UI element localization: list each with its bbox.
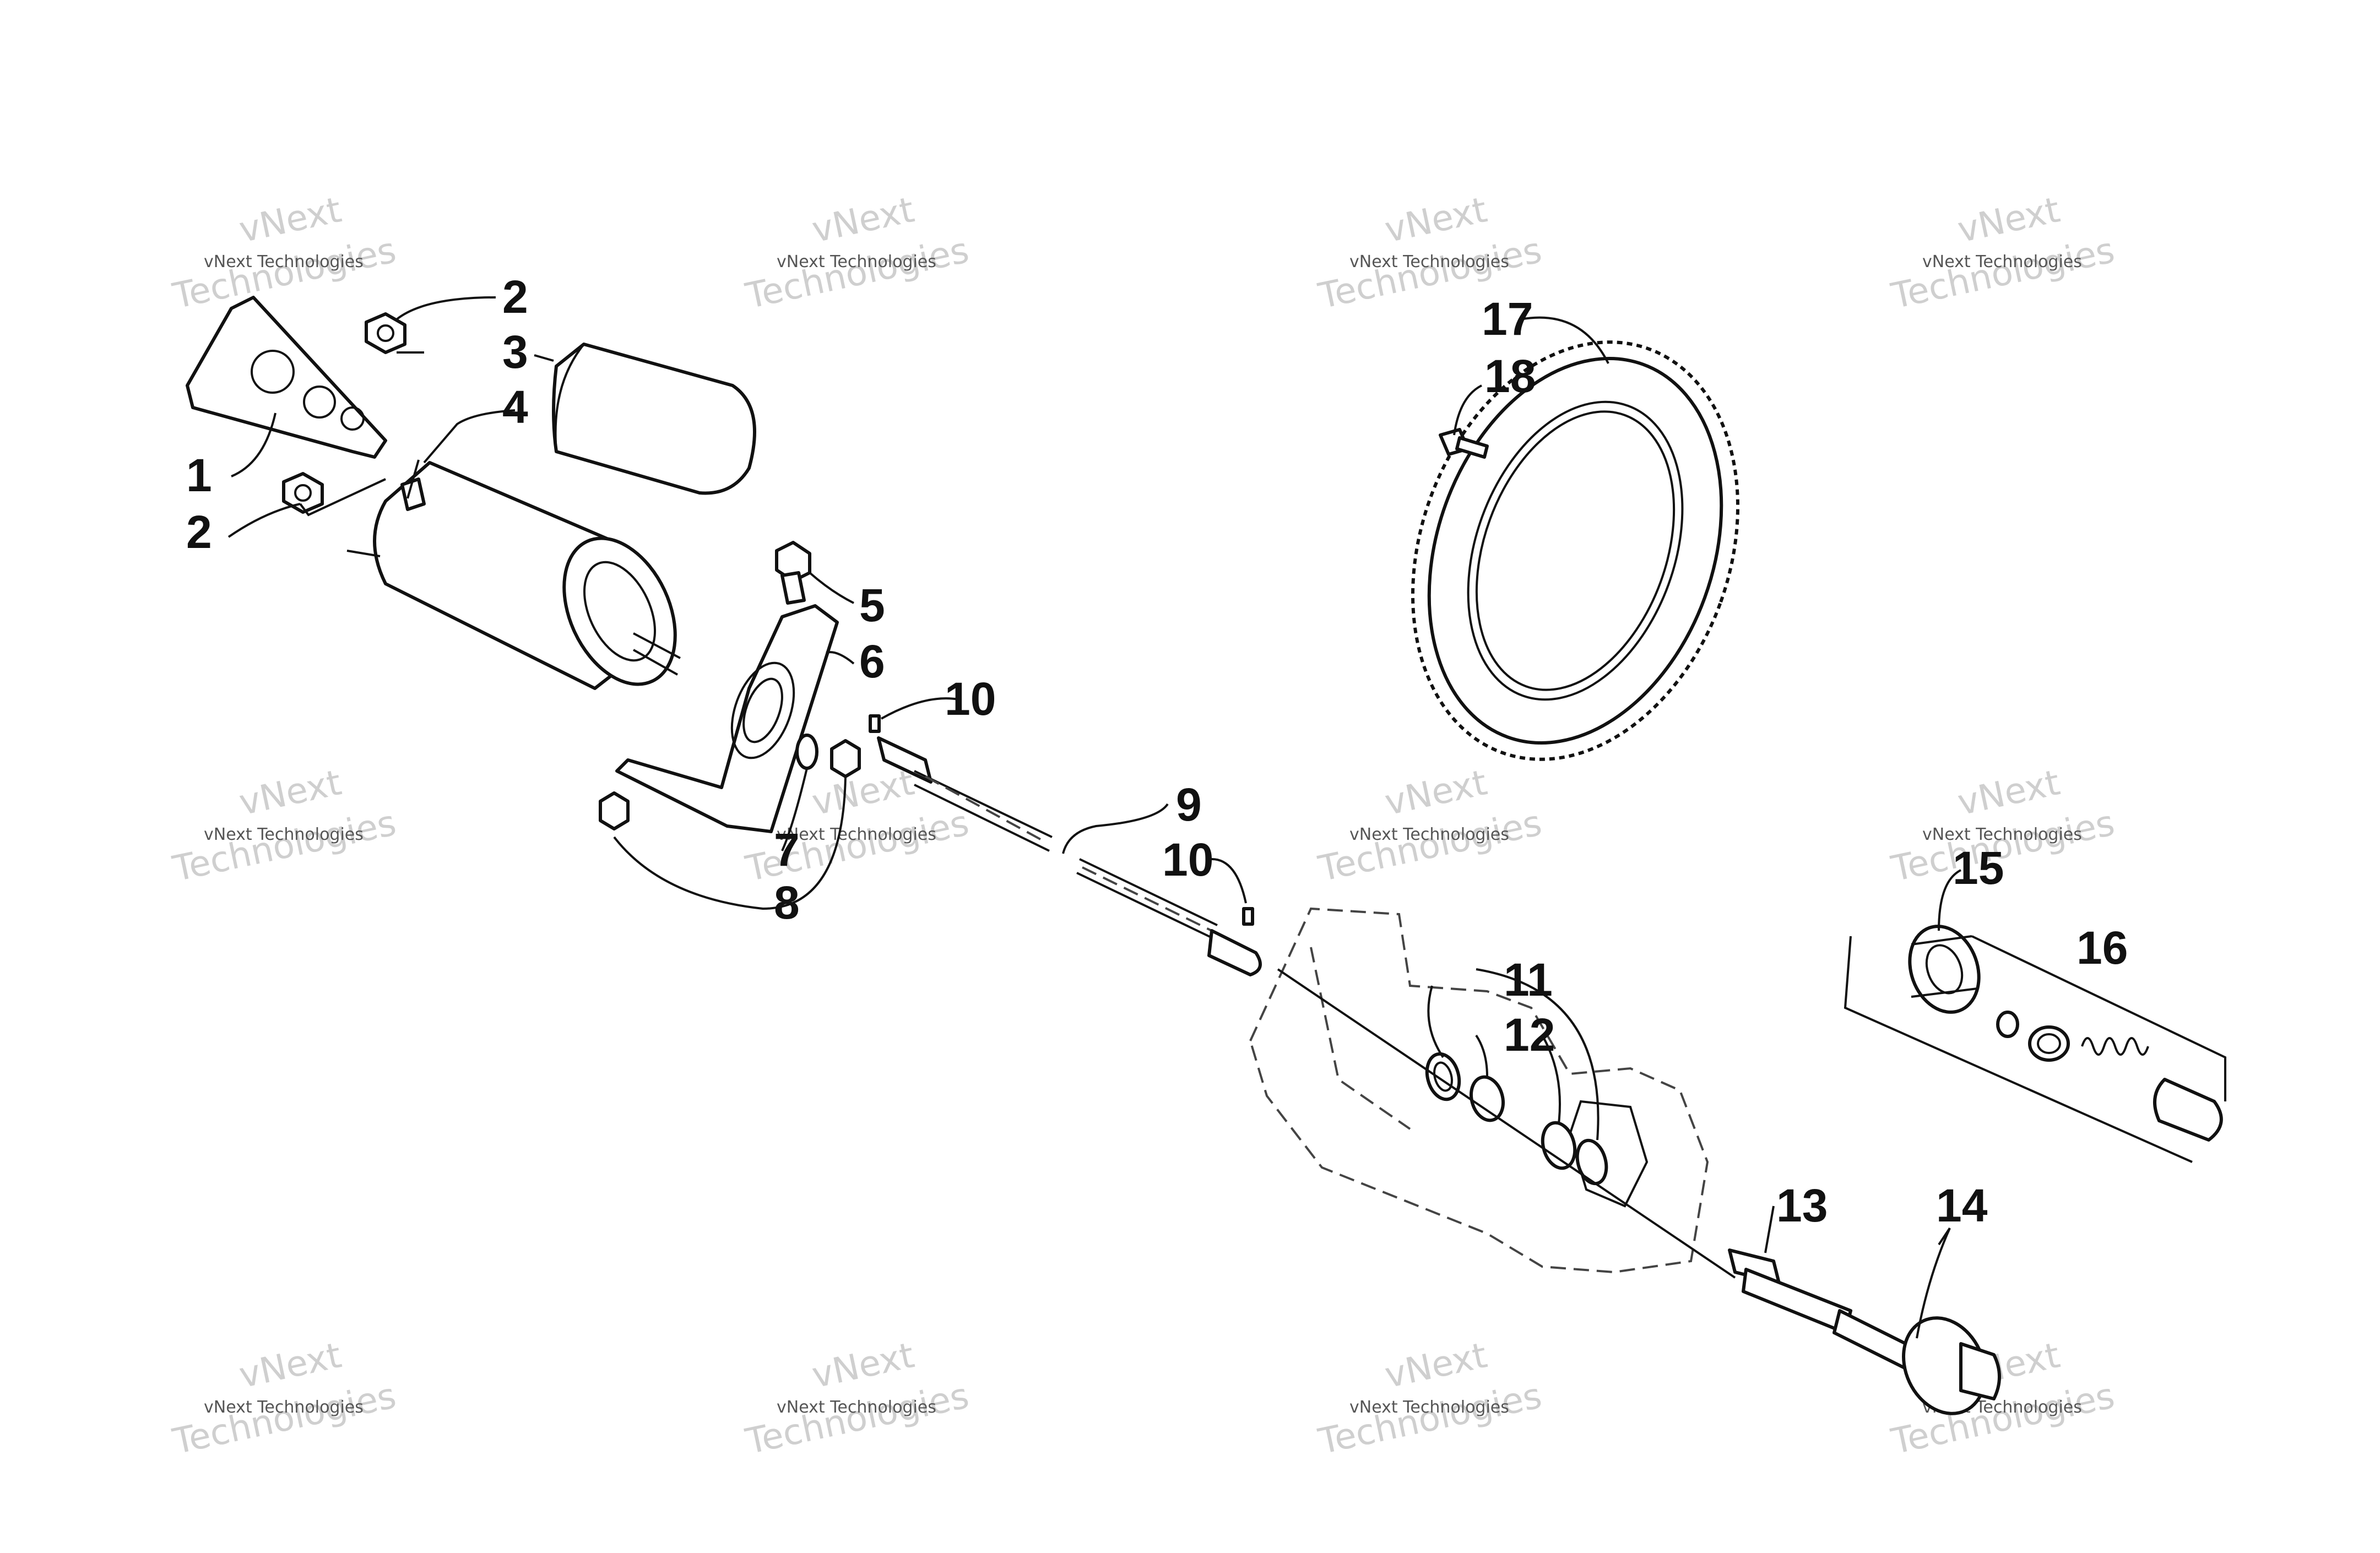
svg-text:vNext: vNext (1381, 1335, 1490, 1396)
callout-14: 14 (1936, 1180, 1988, 1231)
callout-1: 1 (186, 449, 212, 501)
svg-text:Technologies: Technologies (169, 1376, 400, 1463)
callout-10-lower: 10 (1162, 834, 1213, 886)
callout-8: 8 (774, 877, 800, 928)
part-15-pinion-gear (1908, 925, 1981, 1014)
part-13-shaft (1728, 1248, 1852, 1334)
part-5-bolt (775, 541, 811, 605)
svg-text:Technologies: Technologies (169, 230, 400, 317)
svg-text:vNext: vNext (1381, 762, 1490, 823)
svg-text:vNext: vNext (1381, 189, 1490, 251)
callout-6: 6 (859, 636, 885, 687)
callout-11: 11 (1504, 954, 1553, 1006)
callout-3: 3 (502, 326, 528, 378)
part-10-set-screw-upper (869, 714, 881, 733)
watermarks: vNext Technologies vNext Technologies vN… (169, 189, 2118, 1462)
watermark: vNext Technologies vNext Technologies (742, 1335, 973, 1462)
part-16-spring (2081, 1037, 2149, 1056)
svg-text:vNext: vNext (1954, 762, 2063, 823)
svg-text:Technologies: Technologies (1315, 803, 1546, 890)
watermark: vNext Technologies vNext Technologies (169, 189, 400, 317)
callout-15: 15 (1953, 842, 2004, 894)
callout-2-top: 2 (502, 271, 528, 323)
svg-text:vNext: vNext (1954, 189, 2063, 251)
part-16-kit-bracket (1844, 935, 2226, 1163)
part-18-screw (1439, 428, 1489, 459)
svg-text:vNext: vNext (236, 1335, 345, 1396)
svg-text:vNext Technologies: vNext Technologies (777, 252, 936, 271)
centerline-shaft (1277, 968, 1736, 1279)
part-3-cover (552, 343, 756, 495)
watermark: vNext Technologies vNext Technologies (1888, 189, 2118, 317)
svg-text:Technologies: Technologies (169, 803, 400, 890)
svg-text:Technologies: Technologies (1888, 230, 2118, 317)
callout-4: 4 (502, 381, 528, 433)
part-16-sleeve (2028, 1025, 2070, 1062)
part-9-shaft-spring (877, 736, 1262, 976)
callout-18: 18 (1484, 350, 1536, 402)
svg-text:vNext Technologies: vNext Technologies (204, 825, 364, 844)
svg-text:vNext Technologies: vNext Technologies (777, 1398, 936, 1417)
callout-13: 13 (1776, 1180, 1828, 1231)
callout-17: 17 (1482, 293, 1533, 345)
svg-text:vNext Technologies: vNext Technologies (204, 252, 364, 271)
callout-5: 5 (859, 579, 885, 631)
part-16-cap (2153, 1078, 2223, 1142)
svg-text:vNext: vNext (809, 762, 918, 823)
svg-text:vNext Technologies: vNext Technologies (204, 1398, 364, 1417)
svg-text:vNext: vNext (809, 189, 918, 251)
part-10-set-screw-lower (1242, 907, 1254, 926)
svg-text:vNext Technologies: vNext Technologies (1349, 825, 1509, 844)
svg-text:Technologies: Technologies (742, 1376, 973, 1463)
svg-text:vNext Technologies: vNext Technologies (1922, 252, 2082, 271)
part-14-drive-pinion (1833, 1309, 2001, 1415)
callout-10-upper: 10 (945, 673, 996, 725)
part-16-clip (1996, 1011, 2019, 1038)
watermark: vNext Technologies vNext Technologies (1315, 762, 1546, 889)
leader-lines (227, 296, 1961, 1339)
part-1-bracket (186, 296, 387, 459)
part-8-nut-left (599, 791, 630, 830)
part-17-ring-gear (1411, 340, 1739, 761)
svg-text:vNext Technologies: vNext Technologies (777, 825, 936, 844)
watermark: vNext Technologies vNext Technologies (742, 189, 973, 317)
callout-16: 16 (2077, 922, 2128, 974)
part-2-nut-top (365, 312, 406, 354)
svg-text:vNext: vNext (809, 1335, 918, 1396)
part-7-washer (795, 734, 818, 770)
watermark: vNext Technologies vNext Technologies (169, 762, 400, 889)
part-12-ring-a (1470, 1075, 1505, 1122)
svg-text:vNext: vNext (236, 189, 345, 251)
svg-text:Technologies: Technologies (742, 230, 973, 317)
part-11-seal-b (1575, 1138, 1608, 1186)
callouts: 1 2 2 3 4 5 6 7 8 9 10 10 11 12 13 14 15… (186, 271, 2128, 1231)
callout-2-bottom: 2 (186, 506, 212, 558)
part-2-nut-bottom (282, 472, 324, 514)
svg-text:vNext: vNext (236, 762, 345, 823)
svg-text:Technologies: Technologies (1315, 1376, 1546, 1463)
part-6-mount-bracket (615, 604, 839, 833)
part-4-starter-motor (346, 459, 681, 690)
callout-7: 7 (774, 824, 800, 876)
svg-text:vNext Technologies: vNext Technologies (1922, 825, 2082, 844)
callout-12: 12 (1504, 1009, 1555, 1061)
svg-text:vNext Technologies: vNext Technologies (1349, 1398, 1509, 1417)
watermark: vNext Technologies vNext Technologies (169, 1335, 400, 1462)
part-8-nut-right (830, 739, 861, 778)
svg-text:vNext Technologies: vNext Technologies (1349, 252, 1509, 271)
watermark: vNext Technologies vNext Technologies (1315, 1335, 1546, 1462)
callout-9: 9 (1176, 779, 1202, 830)
part-11-seal-a (1425, 1052, 1461, 1101)
